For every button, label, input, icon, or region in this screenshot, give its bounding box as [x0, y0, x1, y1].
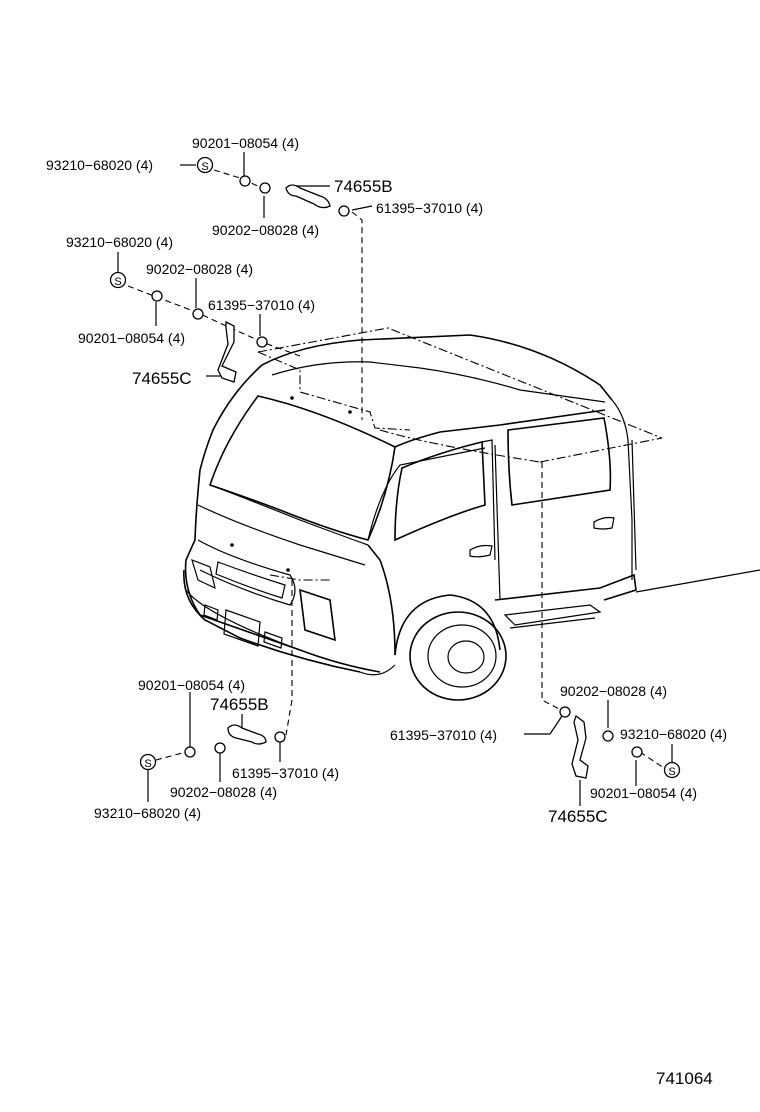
assist-grip-icon — [227, 724, 267, 745]
label-90201-08054: 90201−08054 (4) — [590, 785, 697, 801]
assist-grip-icon — [571, 714, 589, 779]
label-61395-37010: 61395−37010 (4) — [376, 200, 483, 216]
screw-symbol: S — [668, 766, 675, 778]
group-roof-side-grip: S 93210−68020 (4) 90202−08028 (4) 61395−… — [66, 234, 315, 388]
nut-icon — [184, 746, 196, 758]
assist-grip-icon — [285, 184, 331, 209]
label-93210-68020: 93210−68020 (4) — [66, 234, 173, 250]
nut-icon — [239, 175, 251, 187]
screw-symbol: S — [201, 161, 208, 173]
nut-icon — [256, 336, 268, 348]
washer-icon — [192, 308, 204, 320]
label-90202-08028: 90202−08028 (4) — [146, 261, 253, 277]
group-front-grip: S 90201−08054 (4) 74655B 61395−37010 (4)… — [94, 580, 339, 821]
label-61395-37010: 61395−37010 (4) — [390, 727, 497, 743]
nut-icon — [338, 205, 350, 217]
group-rear-side-grip: S 90202−08028 (4) 61395−37010 (4) 93210−… — [390, 462, 727, 826]
screw-icon — [139, 753, 157, 771]
screw-icon — [109, 271, 127, 289]
nut-icon — [274, 731, 286, 743]
screw-icon — [196, 156, 214, 174]
washer-icon — [259, 182, 271, 194]
label-61395-37010: 61395−37010 (4) — [232, 765, 339, 781]
label-74655b: 74655B — [334, 177, 393, 196]
label-90202-08028: 90202−08028 (4) — [170, 784, 277, 800]
label-90202-08028: 90202−08028 (4) — [212, 222, 319, 238]
nut-icon — [559, 706, 571, 718]
label-74655c: 74655C — [548, 807, 608, 826]
label-61395-37010: 61395−37010 (4) — [208, 297, 315, 313]
label-90201-08054: 90201−08054 (4) — [78, 330, 185, 346]
diagram-id: 741064 — [656, 1069, 713, 1088]
washer-icon — [214, 742, 226, 754]
screw-symbol: S — [144, 758, 151, 770]
label-93210-68020: 93210−68020 (4) — [620, 726, 727, 742]
screw-icon — [663, 761, 681, 779]
label-90202-08028: 90202−08028 (4) — [560, 683, 667, 699]
label-93210-68020: 93210−68020 (4) — [46, 157, 153, 173]
assist-grip-icon — [217, 320, 237, 383]
label-90201-08054: 90201−08054 (4) — [192, 135, 299, 151]
label-74655b: 74655B — [210, 695, 269, 714]
label-74655c: 74655C — [132, 369, 192, 388]
washer-icon — [602, 730, 614, 742]
nut-icon — [151, 290, 163, 302]
van-outline — [183, 327, 760, 701]
screw-symbol: S — [114, 276, 121, 288]
nut-icon — [631, 746, 643, 758]
label-90201-08054: 90201−08054 (4) — [138, 677, 245, 693]
group-roof-front-grip: S 90201−08054 (4) 93210−68020 (4) 74655B… — [46, 135, 483, 420]
label-93210-68020: 93210−68020 (4) — [94, 805, 201, 821]
